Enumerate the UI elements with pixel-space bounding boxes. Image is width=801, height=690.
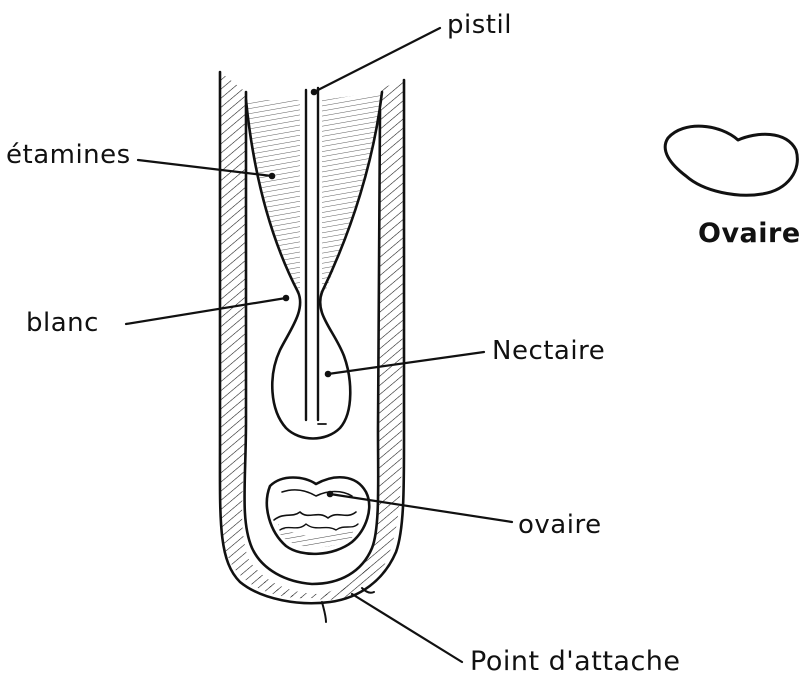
dot-ovaire	[328, 492, 332, 496]
label-etamines: étamines	[6, 140, 131, 170]
label-ovaire: ovaire	[518, 510, 602, 540]
dot-nectaire	[326, 372, 330, 376]
stamens-hatch-left	[246, 100, 300, 290]
label-pistil: pistil	[447, 10, 512, 40]
leader-pistil	[314, 28, 440, 92]
label-point-attache: Point d'attache	[470, 646, 681, 677]
dot-etamines	[270, 174, 274, 178]
nectary-bulb	[272, 292, 350, 439]
stamens-hatch-right	[322, 92, 382, 290]
label-ovaire-inset: Ovaire	[698, 218, 801, 249]
label-nectaire: Nectaire	[492, 336, 605, 366]
leader-point-attache	[352, 594, 462, 662]
leader-blanc	[126, 298, 286, 324]
dot-blanc	[284, 296, 288, 300]
leader-etamines	[138, 160, 272, 176]
dot-pistil	[312, 90, 316, 94]
attachment-stub	[322, 602, 326, 622]
inset-ovary-shape	[665, 126, 797, 195]
leader-nectaire	[328, 352, 484, 374]
label-blanc: blanc	[26, 308, 99, 338]
